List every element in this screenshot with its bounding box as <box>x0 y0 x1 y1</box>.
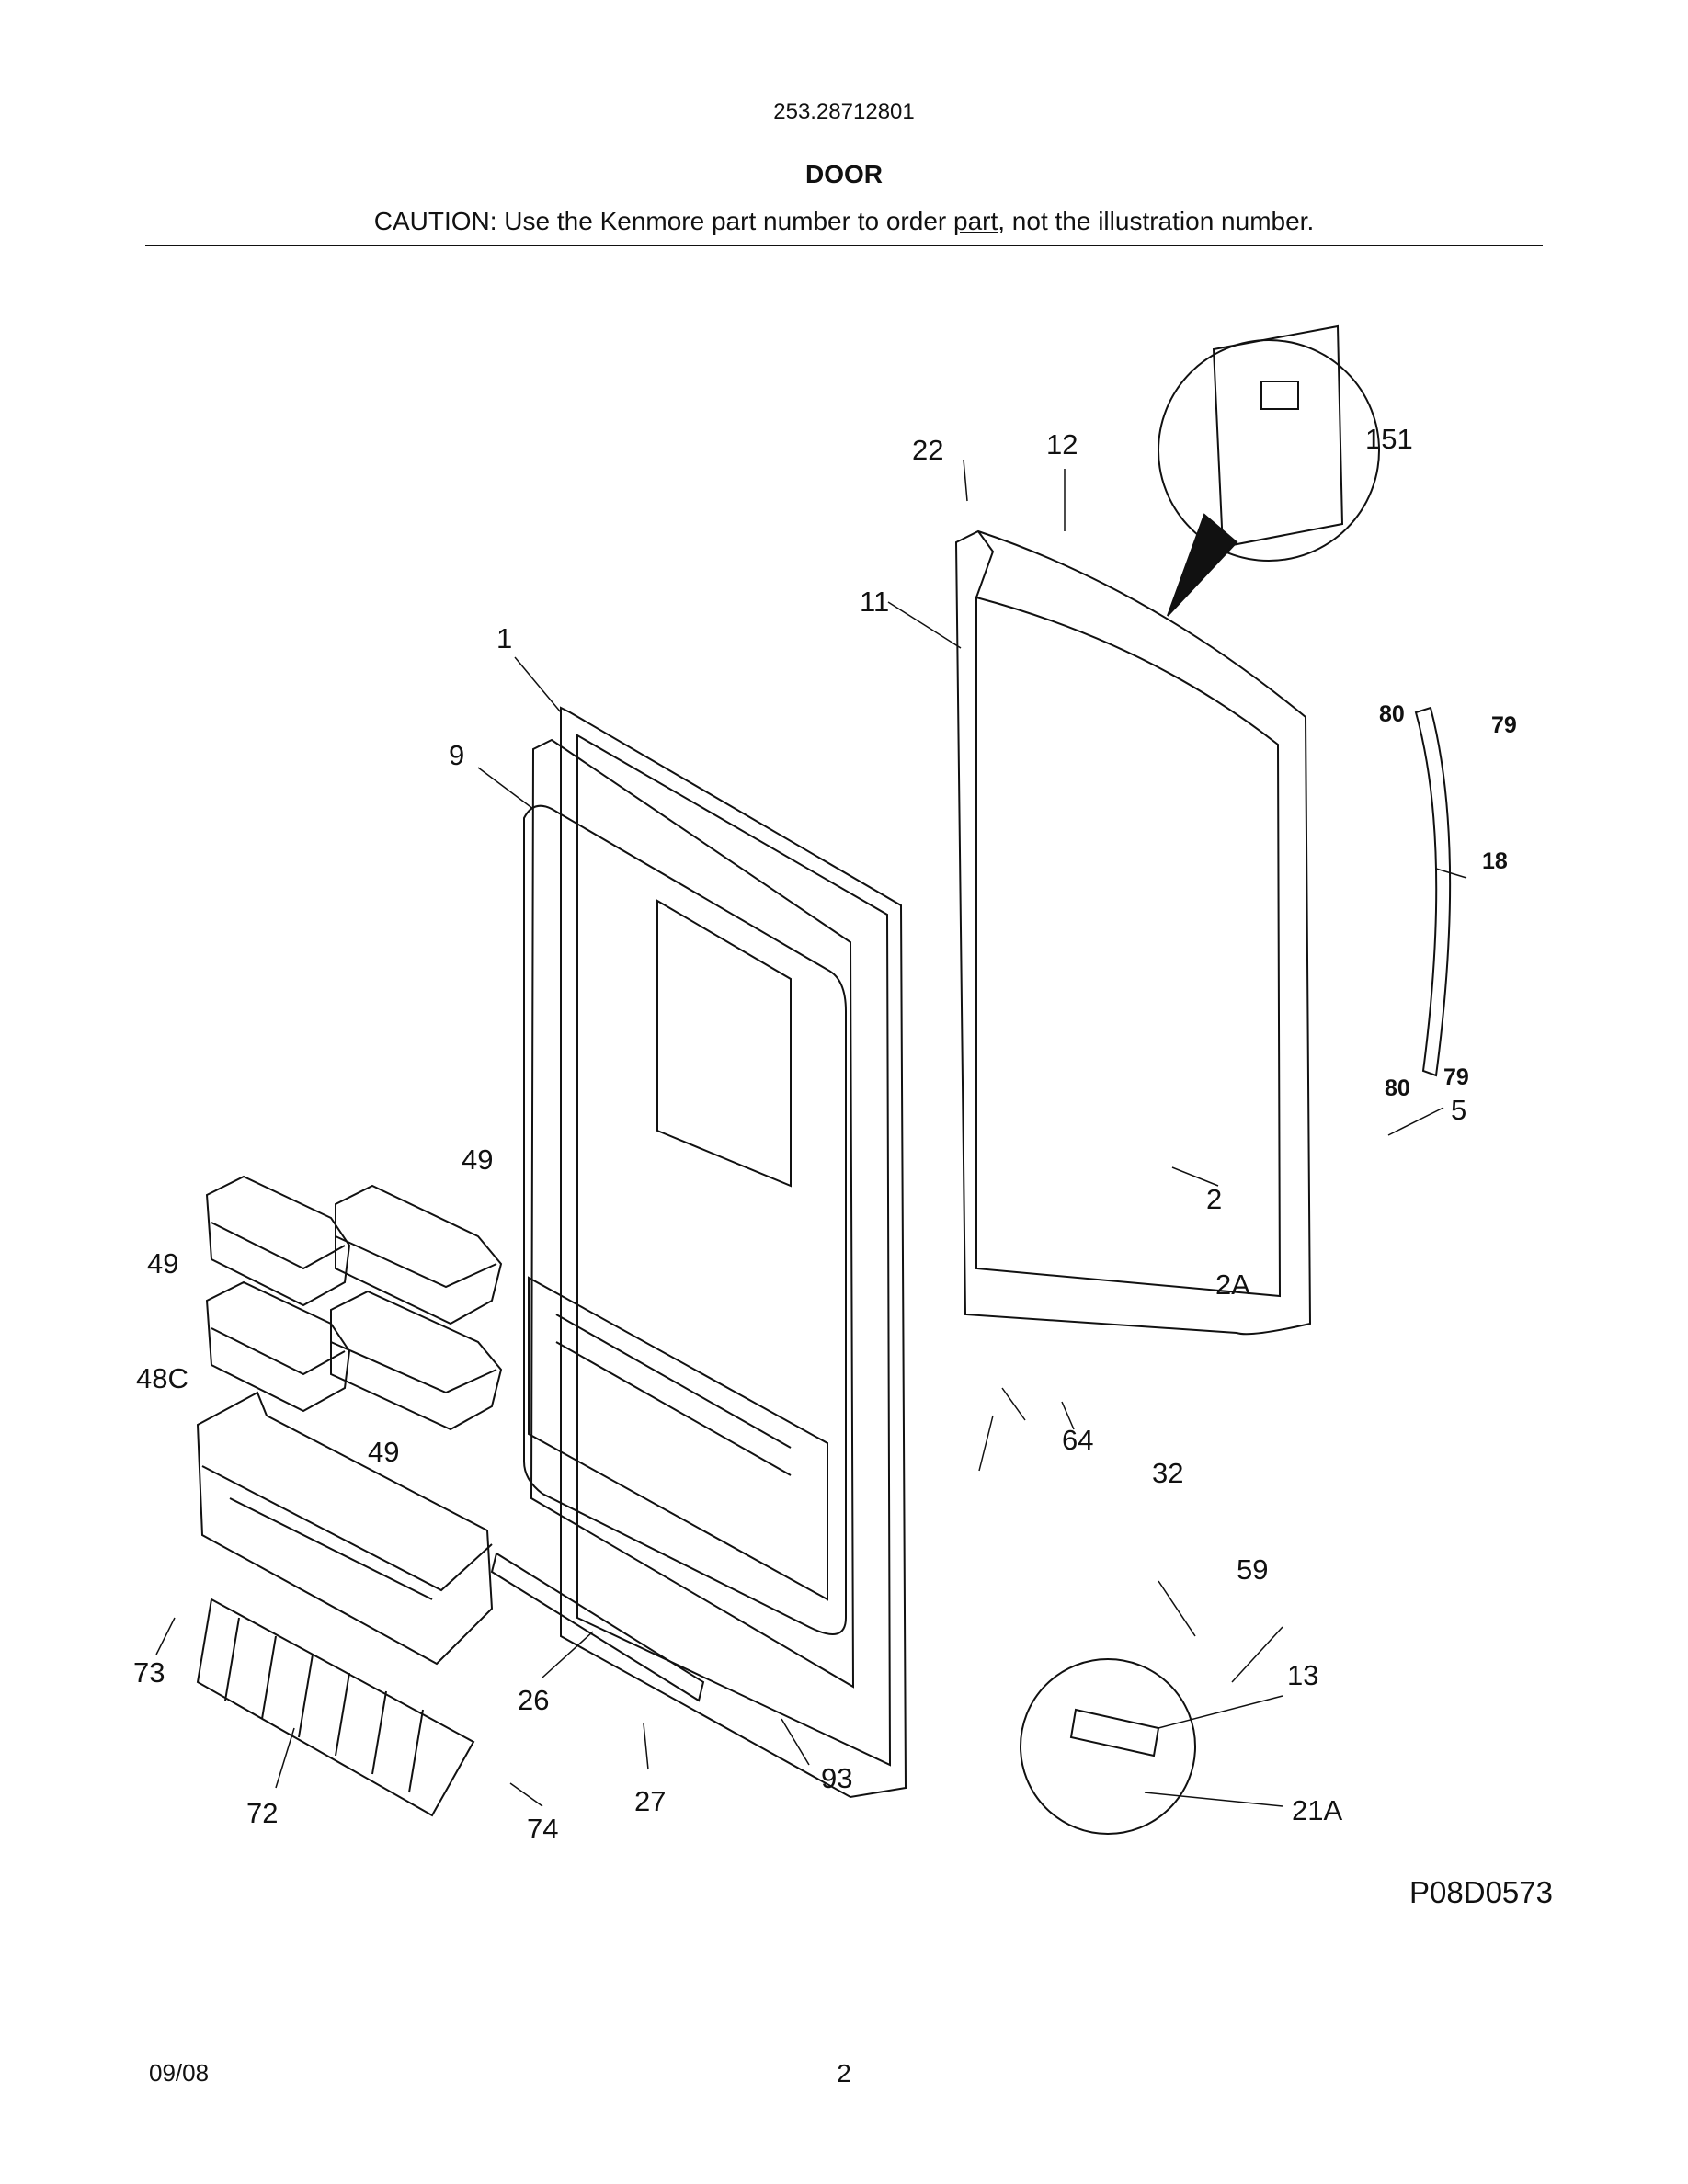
callout-59: 59 <box>1237 1553 1268 1586</box>
callout-27: 27 <box>634 1785 666 1817</box>
model-number: 253.28712801 <box>773 99 915 124</box>
control-panel-pointer <box>1167 513 1238 617</box>
callout-32: 32 <box>1152 1457 1183 1489</box>
callout-74: 74 <box>527 1813 558 1845</box>
door-bin <box>330 1290 503 1431</box>
header-rule <box>145 245 1543 246</box>
callout-18: 18 <box>1482 848 1508 874</box>
callout-73: 73 <box>133 1656 165 1689</box>
callout-12: 12 <box>1046 428 1078 461</box>
callout-72: 72 <box>246 1797 278 1829</box>
control-panel <box>1212 324 1344 549</box>
callout-13: 13 <box>1287 1659 1318 1691</box>
inner-door-liner <box>523 738 855 1689</box>
hinge-plate <box>1069 1708 1160 1757</box>
callout-1: 1 <box>496 622 512 654</box>
callout-49-left: 49 <box>147 1247 178 1280</box>
callout-151: 151 <box>1365 423 1413 455</box>
control-panel-display <box>1260 381 1299 410</box>
caution-note: CAUTION: Use the Kenmore part number to … <box>0 207 1688 236</box>
page-number: 2 <box>837 2059 851 2087</box>
callout-22: 22 <box>912 434 943 466</box>
callout-64: 64 <box>1062 1424 1093 1456</box>
footer-date: 09/08 <box>149 2059 210 2087</box>
callout-48C: 48C <box>136 1362 188 1394</box>
callout-21A: 21A <box>1292 1794 1342 1826</box>
caution-prefix: CAUTION: Use the Kenmore part number to … <box>373 207 953 235</box>
callout-79-top: 79 <box>1491 712 1517 738</box>
door-handle <box>1414 706 1452 1077</box>
callout-11: 11 <box>860 586 889 618</box>
door-bin <box>335 1184 503 1325</box>
callout-80-bottom: 80 <box>1385 1075 1410 1101</box>
callout-2A: 2A <box>1215 1268 1250 1301</box>
callout-2: 2 <box>1206 1183 1222 1215</box>
caution-suffix: , not the illustration number. <box>998 207 1315 235</box>
door-bin <box>205 1175 351 1307</box>
figure-code: P08D0573 <box>1409 1875 1553 1909</box>
control-panel-detail-circle <box>1158 339 1380 562</box>
callout-49-bottom: 49 <box>368 1436 399 1468</box>
page-title: DOOR <box>805 160 883 188</box>
callout-80-top: 80 <box>1379 701 1405 727</box>
outer-door-panel <box>954 529 1312 1336</box>
door-gasket <box>560 706 907 1799</box>
callout-5: 5 <box>1451 1094 1466 1126</box>
hinge-detail-circle <box>1020 1658 1196 1835</box>
door-bin <box>205 1280 351 1413</box>
caution-underlined: part <box>953 207 998 235</box>
callout-79-bottom: 79 <box>1443 1064 1469 1090</box>
callout-93: 93 <box>821 1762 852 1794</box>
wire-rack <box>196 1598 475 1817</box>
callout-26: 26 <box>518 1684 549 1716</box>
trim-strip <box>490 1552 705 1702</box>
dairy-bin <box>196 1391 494 1666</box>
callout-49-top: 49 <box>462 1143 493 1176</box>
callout-9: 9 <box>449 739 464 771</box>
